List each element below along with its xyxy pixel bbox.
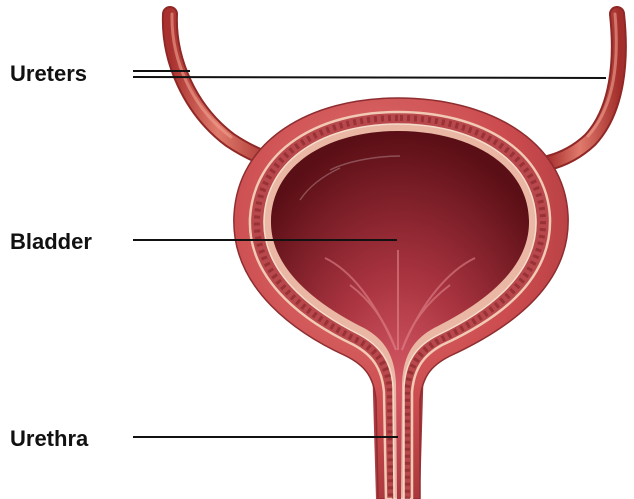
urethra-label: Urethra xyxy=(10,428,88,450)
ureters-label: Ureters xyxy=(10,63,87,85)
ureters-leader-right xyxy=(133,77,606,78)
bladder-label: Bladder xyxy=(10,231,92,253)
